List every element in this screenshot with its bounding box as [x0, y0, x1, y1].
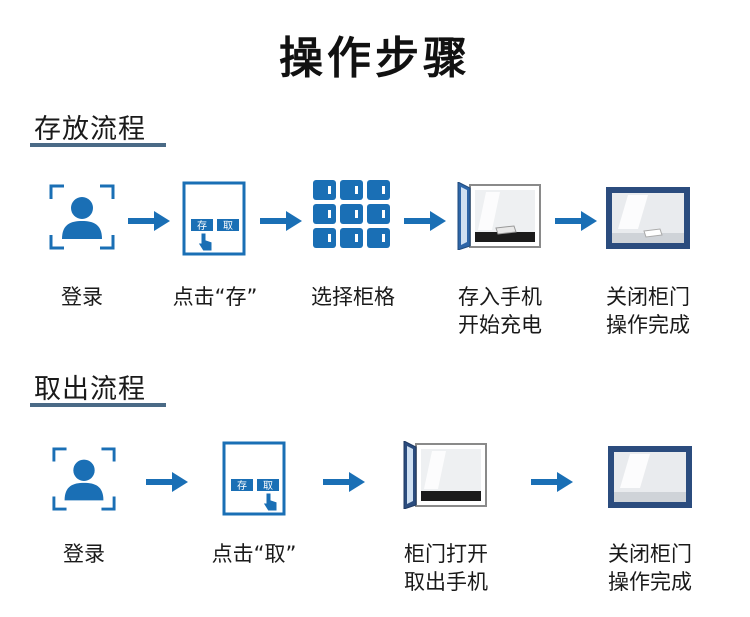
arrow-right-icon: [260, 211, 302, 231]
locker-open-empty-icon: [403, 441, 487, 509]
retrieve-step-1-caption: 登录: [63, 542, 105, 566]
store-step-1-caption: 登录: [61, 285, 103, 309]
touchscreen-retrieve-icon: 存 取: [222, 441, 286, 516]
store-step-5-caption: 关闭柜门 操作完成: [606, 285, 690, 337]
screen-button-retrieve: 取: [223, 220, 233, 232]
user-face-scan-icon: [49, 184, 115, 250]
locker-open-phone-icon: [457, 182, 541, 250]
user-face-scan-icon: [52, 447, 116, 511]
locker-grid-icon: [313, 180, 390, 248]
screen-button-store: 存: [197, 219, 207, 232]
retrieve-section-title: 取出流程: [34, 374, 146, 405]
store-step-4-caption: 存入手机 开始充电: [458, 285, 542, 337]
arrow-right-icon: [531, 472, 573, 492]
retrieve-step-3-caption: 柜门打开 取出手机: [404, 542, 488, 594]
store-step-3-caption: 选择柜格: [311, 285, 395, 309]
page-title: 操作步骤: [279, 33, 471, 84]
locker-closed-icon: [606, 187, 690, 249]
store-section-title: 存放流程: [34, 114, 146, 145]
store-step-2-caption: 点击“存”: [172, 285, 258, 309]
arrow-right-icon: [323, 472, 365, 492]
arrow-right-icon: [146, 472, 188, 492]
hand-tap-icon: [262, 492, 278, 512]
arrow-right-icon: [555, 211, 597, 231]
retrieve-step-4-caption: 关闭柜门 操作完成: [608, 542, 692, 594]
retrieve-section-underline: [30, 403, 166, 407]
retrieve-step-2-caption: 点击“取”: [211, 542, 297, 566]
arrow-right-icon: [128, 211, 170, 231]
locker-closed-icon: [608, 446, 692, 508]
screen-button-retrieve: 取: [263, 480, 273, 492]
arrow-right-icon: [404, 211, 446, 231]
touchscreen-store-icon: 存 取: [182, 181, 246, 256]
hand-tap-icon: [197, 232, 213, 252]
store-section-underline: [30, 143, 166, 147]
screen-button-store: 存: [237, 479, 247, 492]
